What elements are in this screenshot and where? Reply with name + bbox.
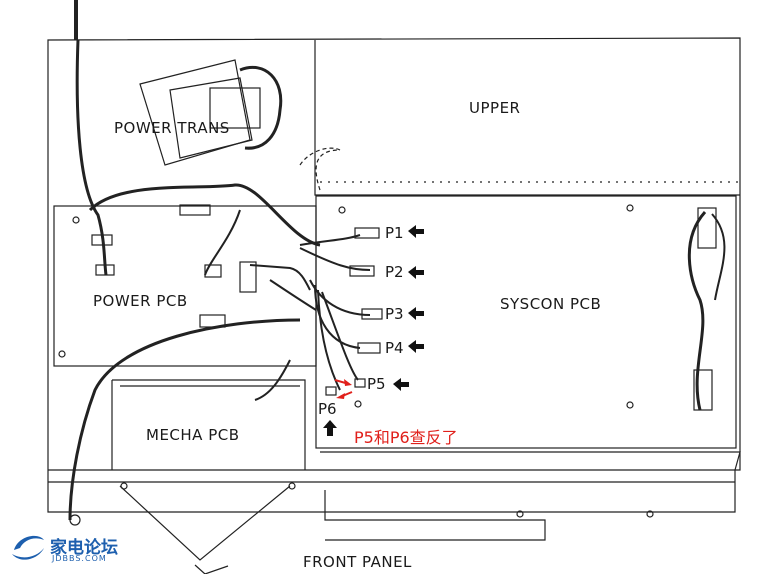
arrow-p6 [323, 420, 337, 436]
arrow-p4 [408, 340, 424, 353]
power-trans-unit [139, 59, 283, 166]
annotation-note: P5和P6查反了 [354, 428, 458, 447]
arrow-p1 [408, 225, 424, 238]
connector-p4-label: P4 [385, 339, 404, 357]
logo-swoosh-icon [12, 535, 44, 560]
connector-p3-label: P3 [385, 305, 404, 323]
watermark-name: 家电论坛 [50, 538, 118, 558]
connector-p2-label: P2 [385, 263, 404, 281]
power-trans-label: POWER TRANS [114, 119, 230, 137]
mecha-pcb-board [111, 379, 306, 470]
upper-label: UPPER [469, 99, 521, 117]
mecha-pcb-label: MECHA PCB [146, 426, 240, 444]
watermark-logo: 家电论坛 JDBBS.COM [8, 530, 138, 570]
syscon-pcb-label: SYSCON PCB [500, 295, 602, 313]
connector-p1-label: P1 [385, 224, 404, 242]
arrow-p3 [408, 307, 424, 320]
power-pcb-label: POWER PCB [93, 292, 188, 310]
connector-p6-label: P6 [318, 400, 337, 418]
arrow-p2 [408, 266, 424, 279]
arrow-p5 [393, 378, 409, 391]
watermark-domain: JDBBS.COM [52, 554, 107, 563]
power-pcb-board [53, 205, 317, 367]
connector-p5-label: P5 [367, 375, 386, 393]
syscon-pcb-board [315, 195, 737, 449]
front-panel-label: FRONT PANEL [303, 553, 412, 571]
